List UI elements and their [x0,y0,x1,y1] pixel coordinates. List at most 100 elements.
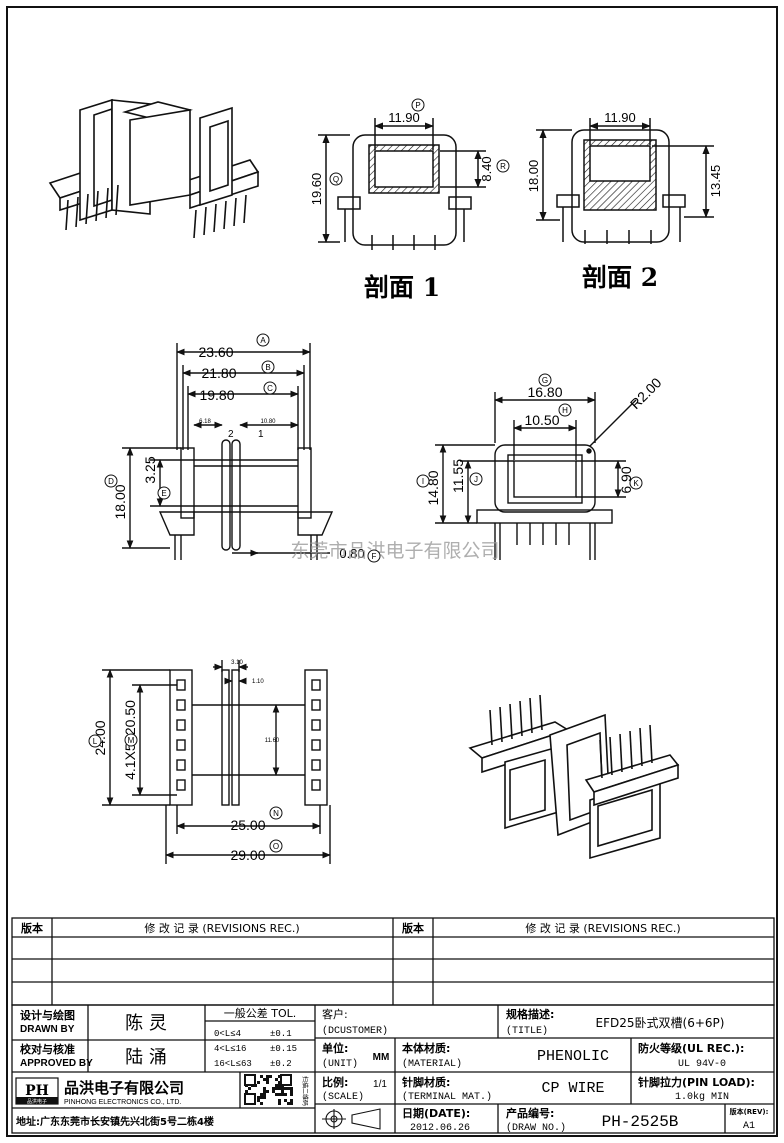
circle-label-text: M [128,736,135,745]
watermark: 东莞市品洪电子有限公司 [290,540,499,562]
circle-label-text: Q [333,175,339,184]
circle-label-text: G [542,376,548,385]
company-name-cn: 品洪电子有限公司 [64,1079,184,1097]
dim-g: 16.80 [527,384,562,400]
drawn-en: DRAWN BY [20,1024,75,1035]
section-2-label: 剖面 2 [582,263,658,292]
mark-1: 1 [258,429,264,440]
material-cn: 本体材质: [402,1041,450,1055]
circle-label-text: B [265,363,270,372]
circle-label-text: A [260,336,266,345]
mark-2: 2 [228,429,234,440]
circle-label: H [558,403,572,417]
customer-cn: 客户: [322,1007,348,1021]
dim-j: 11.55 [450,459,466,493]
section-2-view [536,118,714,244]
drawn-name: 陈 灵 [125,1013,167,1034]
dim-s2-height: 18.00 [526,160,541,193]
dim-k: 6.90 [618,466,634,493]
dim-s1-width: 11.90 [388,110,420,125]
circle-label-text: D [108,477,114,486]
tol-range-1: 0<L≤4 [214,1029,241,1039]
dim-small2: 10.80 [260,419,276,425]
circle-label-text: E [161,489,166,498]
tol-val-2: ±0.15 [270,1044,297,1054]
date-value: 2012.06.26 [410,1123,470,1134]
approved-cn: 校对与核准 [20,1042,75,1056]
unit-en: (UNIT) [322,1058,358,1070]
company-name-en: PINHONG ELECTRONICS CO., LTD. [64,1099,181,1106]
unit-cn: 单位: [322,1041,348,1055]
circle-label: I [416,474,430,488]
date-cn: 日期(DATE): [402,1106,470,1120]
circle-label: G [538,373,552,387]
pin-load-value: 1.0kg MIN [675,1091,729,1103]
circle-label: P [411,98,425,112]
iso-view-bottom [468,694,680,860]
circle-label: Q [329,172,343,186]
bottom-view [102,660,331,864]
tol-title: 一般公差 TOL. [224,1006,297,1020]
drawn-cn: 设计与绘图 [20,1008,75,1022]
scale-value: 1/1 [373,1079,387,1090]
side-view [435,392,637,560]
circle-label-text: L [93,737,98,746]
title-block-grid [11,1004,775,1134]
section-1-view [318,118,486,250]
draw-no-en: (DRAW NO.) [506,1122,566,1134]
sheet-border [6,6,778,1137]
pin-load-cn: 针脚拉力(PIN LOAD): [638,1075,755,1089]
material-value: PHENOLIC [537,1048,609,1065]
circle-label: A [256,333,270,347]
dim-s1-window: 8.40 [479,156,494,181]
qr-caption: 扫描二维码 [301,1076,309,1106]
address: 地址:广东东莞市长安镇先兴北街5号二栋4楼 [16,1115,214,1128]
title-value: EFD25卧式双槽(6+6P) [596,1016,725,1030]
dim-b: 21.80 [201,365,236,381]
circle-label-text: H [562,406,568,415]
terminal-value: CP WIRE [541,1080,604,1097]
ul-value: UL 94V-0 [678,1059,726,1070]
scale-cn: 比例: [322,1075,348,1089]
dim-r: R2.00 [627,374,665,412]
dim-t2: 1.10 [252,679,264,685]
circle-label: O [269,839,283,853]
circle-label: F [367,549,381,563]
qr-code [244,1074,294,1106]
dim-d: 18.00 [112,484,128,519]
logo-subtext: 品洪电子 [27,1098,47,1105]
dim-h: 10.50 [524,412,559,428]
dim-c: 19.80 [199,387,234,403]
dim-e: 3.25 [142,456,158,483]
scale-en: (SCALE) [322,1091,364,1103]
approved-name: 陆 涌 [125,1047,167,1068]
material-en: (MATERIAL) [402,1058,462,1070]
circle-label-text: F [372,552,377,561]
tol-range-2: 4<L≤16 [214,1044,246,1054]
unit-value: MM [373,1052,390,1063]
circle-label: D [104,474,118,488]
approved-en: APPROVED BY [20,1058,93,1069]
logo-text: PH [25,1083,49,1099]
terminal-en: (TERMINAL MAT.) [402,1091,492,1103]
rev-header-version-2: 版本 [402,921,424,935]
customer-en: (DCUSTOMER) [322,1025,388,1037]
iso-view-top [48,98,260,239]
ul-cn: 防火等级(UL REC.): [638,1041,744,1055]
circle-label: L [88,734,102,748]
circle-label: E [157,486,171,500]
circle-label: K [629,476,643,490]
dim-i: 14.80 [425,470,441,505]
dim-o: 29.00 [230,847,265,863]
circle-label-text: C [267,384,273,393]
dim-s2-width: 11.90 [604,110,636,125]
rev-header-version: 版本 [21,921,43,935]
circle-label-text: N [273,809,279,818]
circle-label: B [261,360,275,374]
dim-s2-window: 13.45 [708,165,723,198]
rev-header-records: 修 改 记 录 (REVISIONS REC.) [144,921,299,935]
circle-label: M [124,733,138,747]
dim-t3: 11.60 [265,738,280,744]
